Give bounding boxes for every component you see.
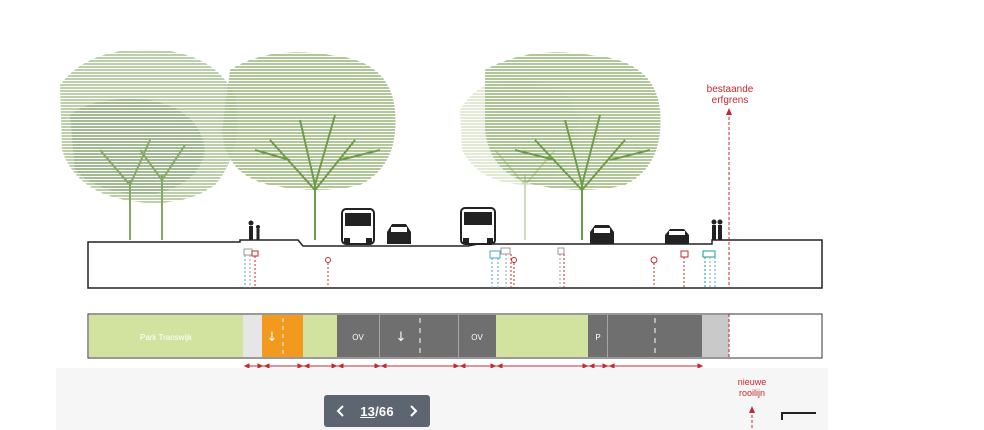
park-label: Park Transwijk — [140, 333, 193, 342]
chevron-right-icon — [410, 405, 418, 417]
ov-label-1: OV — [352, 333, 364, 342]
green-median-zone — [496, 315, 588, 357]
parking-zone — [588, 315, 608, 357]
tree-left-front — [222, 52, 396, 240]
dimension-line — [243, 363, 704, 369]
legend-panel — [56, 368, 828, 430]
scale-bar — [781, 412, 816, 420]
existing-boundary-marker — [726, 108, 732, 288]
sidewalk-zone — [702, 315, 729, 357]
footpath-zone — [243, 315, 262, 357]
verge-zone — [303, 315, 337, 357]
next-button[interactable] — [404, 399, 422, 423]
pager: 13/66 — [324, 395, 430, 427]
chevron-left-icon — [336, 405, 344, 417]
bus-lane-zone — [459, 315, 496, 357]
total-pages: 66 — [378, 403, 394, 419]
road-arrow-icon: ↓ — [396, 330, 407, 345]
cycle-arrow-icon: ↓ — [267, 330, 278, 345]
tree-center-front — [485, 52, 661, 240]
page-counter: 13/66 — [360, 404, 394, 419]
existing-boundary-label: bestaande erfgrens — [706, 84, 754, 106]
previous-button[interactable] — [332, 399, 350, 423]
plan-strip: Park Transwijk ↓ OV ↓ OV P — [87, 313, 823, 359]
section-profile — [87, 239, 823, 289]
bus-icon — [460, 207, 496, 245]
new-building-line-label: nieuwe rooilijn — [737, 377, 767, 398]
car-icon — [665, 229, 689, 244]
park-zone — [89, 315, 243, 357]
ov-label-2: OV — [471, 333, 483, 342]
parking-label: P — [595, 333, 600, 342]
car-icon — [387, 224, 411, 244]
pedestrian-icon — [711, 219, 723, 240]
bus-icon — [341, 208, 375, 245]
tree-left-back — [60, 49, 238, 240]
pedestrian-icon — [248, 220, 260, 240]
current-page: 13 — [360, 403, 376, 419]
underground-utilities — [243, 247, 716, 288]
bus-lane-zone — [337, 315, 380, 357]
car-icon — [590, 225, 614, 244]
new-building-line-marker — [749, 406, 755, 430]
page-separator: / — [375, 403, 379, 419]
